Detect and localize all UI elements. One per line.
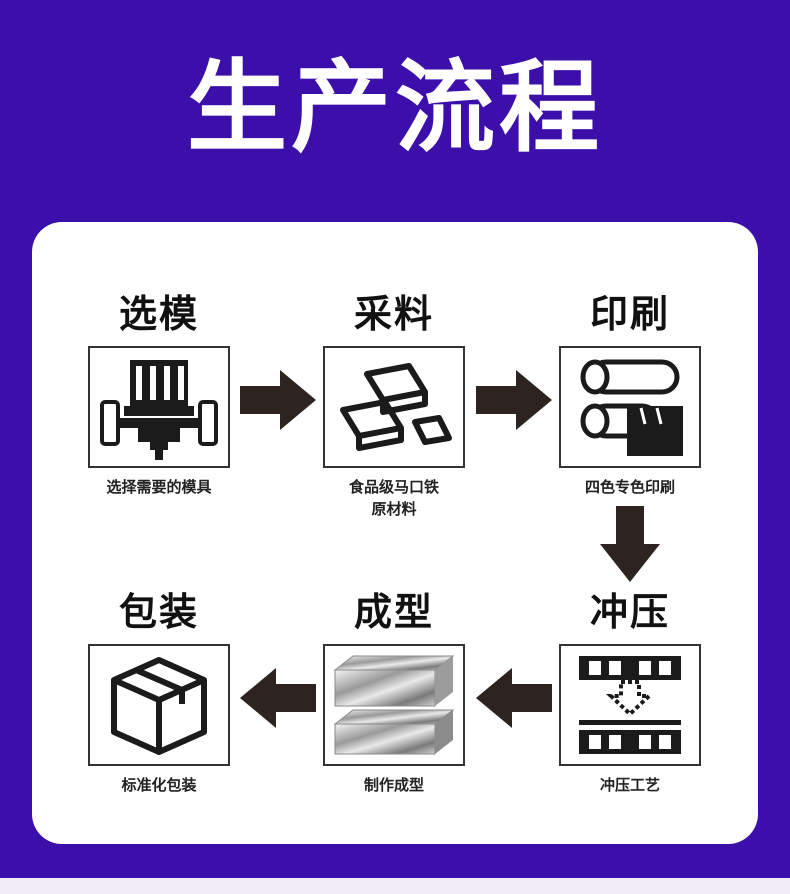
printing-rollers-icon	[580, 359, 683, 456]
step-caption: 冲压工艺	[599, 776, 660, 794]
step-stamping: 冲压 冲压工艺	[559, 590, 701, 796]
step-title: 采料	[353, 292, 434, 336]
arrow-left-icon	[240, 668, 316, 728]
arrow-right-icon	[240, 370, 316, 430]
step-caption: 标准化包装	[121, 776, 197, 794]
step-caption: 选择需要的模具	[106, 478, 212, 496]
process-card: 选模 选择需要的模具 采料	[32, 222, 758, 844]
metal-ingots-icon	[340, 363, 452, 451]
arrow-left-icon	[476, 668, 552, 728]
stamping-press-icon	[579, 656, 681, 754]
step-title: 成型	[353, 590, 434, 634]
arrow-right-icon	[476, 370, 552, 430]
step-image-box	[323, 346, 465, 468]
step-image-box	[88, 346, 230, 468]
arrow-down-icon	[600, 506, 660, 582]
step-title: 印刷	[589, 292, 670, 336]
step-image-box	[559, 644, 701, 766]
step-title: 包装	[118, 590, 199, 634]
step-caption: 四色专色印刷	[584, 478, 675, 496]
box-package-icon	[111, 657, 207, 755]
step-caption: 制作成型	[363, 776, 424, 794]
bottom-strip	[0, 878, 790, 894]
step-image-box	[559, 346, 701, 468]
step-raw-material: 采料 食品级马口铁 原材料	[323, 292, 465, 520]
step-forming: 成型 制作成型	[323, 590, 465, 796]
step-image-box	[323, 644, 465, 766]
step-printing: 印刷 四色专色印刷	[559, 292, 701, 498]
page-title: 生产流程	[187, 49, 603, 166]
step-caption: 食品级马口铁 原材料	[348, 478, 439, 518]
step-select-mold: 选模 选择需要的模具	[88, 292, 230, 498]
mold-machine-icon	[100, 360, 218, 460]
step-packaging: 包装 标准化包装	[88, 590, 230, 796]
step-title: 冲压	[589, 590, 670, 634]
step-image-box	[88, 644, 230, 766]
step-title: 选模	[118, 292, 199, 336]
metal-sheets-icon	[333, 655, 455, 755]
